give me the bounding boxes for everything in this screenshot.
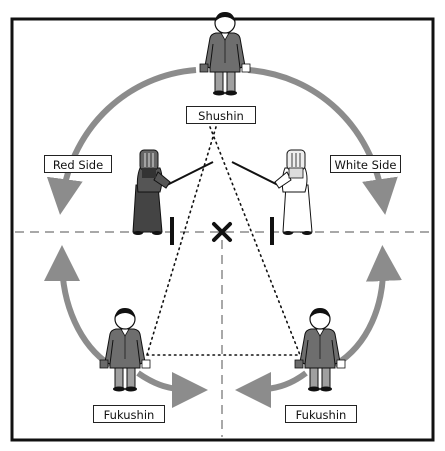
- arrow-top-left: [46, 67, 197, 215]
- red-side-label: Red Side: [44, 155, 112, 173]
- shushin-label: Shushin: [186, 106, 256, 124]
- arrow-right-to-bottom: [235, 370, 308, 408]
- sight-line-left: [146, 126, 217, 356]
- fukushin-left-label: Fukushin: [93, 405, 165, 423]
- white-kendoka-figure: [231, 149, 313, 235]
- arrow-bottom-left: [44, 245, 112, 368]
- red-kendoka-figure: [132, 149, 214, 235]
- arrow-left-to-bottom: [136, 370, 208, 408]
- center-x-mark: [212, 222, 232, 242]
- white-side-label: White Side: [330, 155, 401, 173]
- fukushin-right-label: Fukushin: [285, 405, 357, 423]
- arrow-bottom-right: [333, 245, 402, 368]
- sight-line-right: [209, 126, 301, 356]
- arrow-top-right: [247, 67, 398, 215]
